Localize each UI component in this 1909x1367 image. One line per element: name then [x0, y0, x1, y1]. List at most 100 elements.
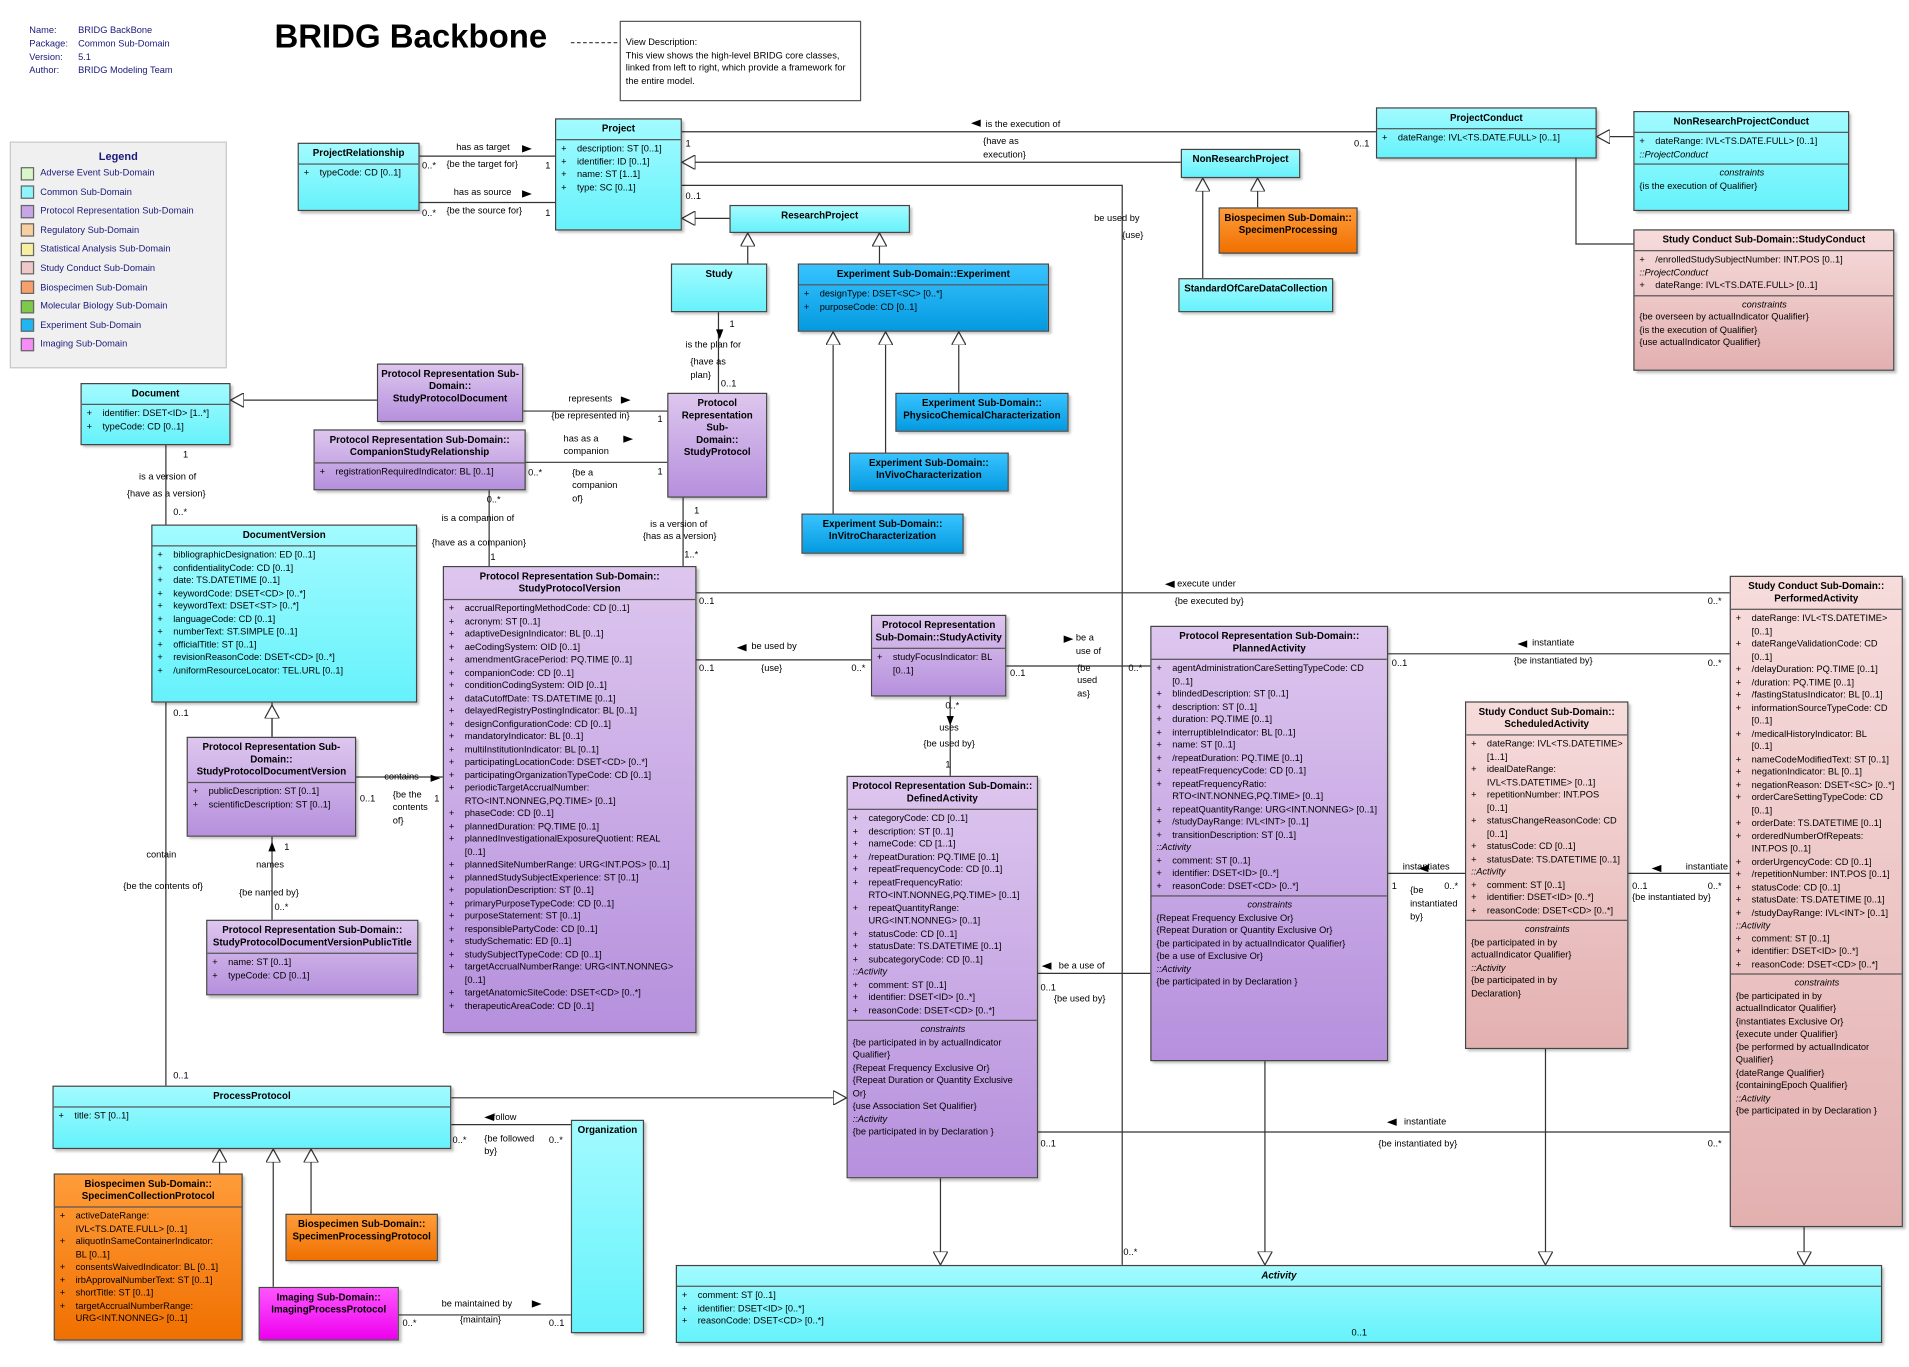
- class-attribute: acronym: ST [0..1]: [449, 615, 692, 628]
- class-activity[interactable]: Activity comment: ST [0..1]identifier: DS…: [675, 1264, 1883, 1343]
- association-label: 0..1: [1351, 1327, 1367, 1339]
- class-attribute: participatingLocationCode: DSET<CD> [0..…: [449, 756, 692, 769]
- association-label: 0..*: [548, 1134, 563, 1146]
- class-name: Biospecimen Sub-Domain:: SpecimenProcess…: [292, 1218, 431, 1242]
- legend-item: Adverse Event Sub-Domain: [11, 166, 226, 185]
- class-study-activity[interactable]: Protocol Representation Sub-Domain::Stud…: [870, 614, 1007, 697]
- class-attribute: reasonCode: DSET<CD> [0..*]: [1736, 958, 1898, 971]
- constraint: {Repeat Frequency Exclusive Or}: [852, 1061, 990, 1073]
- class-study-protocol-document-version[interactable]: Protocol Representation Sub- Domain:: St…: [186, 736, 357, 837]
- class-name: Protocol Representation Sub-Domain:: Com…: [329, 434, 510, 458]
- association-label: 0..*: [402, 1317, 417, 1329]
- class-name: StandardOfCareDataCollection: [1184, 282, 1328, 294]
- class-planned-activity[interactable]: Protocol Representation Sub-Domain:: Pla…: [1150, 625, 1389, 1062]
- association-label: contains: [384, 770, 419, 782]
- class-attribute: /studyDayRange: IVL<INT> [0..1]: [1156, 816, 1383, 829]
- attributes-compartment: designType: DSET<SC> [0..*]purposeCode: …: [798, 284, 1048, 316]
- class-attribute: targetAnatomicSiteCode: DSET<CD> [0..*]: [449, 987, 692, 1000]
- constraints-compartment: constraints{be overseen by actualIndicat…: [1634, 294, 1894, 352]
- class-invivo[interactable]: Experiment Sub-Domain:: InVivoCharacteri…: [848, 452, 1009, 492]
- class-document-version[interactable]: DocumentVersionbibliographicDesignation:…: [151, 524, 418, 703]
- class-defined-activity[interactable]: Protocol Representation Sub-Domain:: Def…: [846, 775, 1039, 1179]
- class-non-research-project-conduct[interactable]: NonResearchProjectConductdateRange: IVL<…: [1633, 111, 1850, 212]
- class-performed-activity[interactable]: Study Conduct Sub-Domain:: PerformedActi…: [1729, 575, 1903, 1228]
- class-attribute: statusDate: TS.DATETIME [0..1]: [1471, 853, 1623, 866]
- association-label: {use}: [761, 662, 783, 674]
- association-label: is a version of: [139, 470, 197, 482]
- association-label: instantiate: [1685, 861, 1728, 873]
- association-label: {be represented in}: [551, 409, 630, 421]
- association-label: 0..*: [1707, 880, 1722, 892]
- association-label: {be instantiated by}: [1632, 891, 1711, 903]
- class-attribute: name: ST [0..1]: [212, 956, 413, 969]
- association-label: 1: [945, 758, 951, 770]
- class-attribute: accrualReportingMethodCode: CD [0..1]: [449, 603, 692, 616]
- class-research-project[interactable]: ResearchProject: [729, 204, 910, 233]
- association-label: 1: [545, 159, 551, 171]
- class-attribute: consentsWaivedIndicator: BL [0..1]: [60, 1261, 238, 1274]
- attributes-compartment: dateRange: IVL<TS.DATE.FULL> [0..1]: [1377, 128, 1596, 147]
- class-standard-of-care[interactable]: StandardOfCareDataCollection: [1178, 278, 1334, 313]
- association-label: 0..*: [173, 506, 188, 518]
- constraint: {be participated in by: [1471, 936, 1558, 948]
- class-attribute: dataCutoffDate: TS.DATETIME [0..1]: [449, 692, 692, 705]
- class-attribute: targetAccrualNumberRange: URG<INT.NONNEG…: [449, 961, 692, 974]
- class-attribute: name: ST [0..1]: [1156, 739, 1383, 752]
- class-physico[interactable]: Experiment Sub-Domain:: PhysicoChemicalC…: [895, 392, 1069, 432]
- class-experiment[interactable]: Experiment Sub-Domain::ExperimentdesignT…: [797, 263, 1050, 332]
- class-attribute: orderDate: TS.DATETIME [0..1]: [1736, 817, 1898, 830]
- association-label: 0..*: [1707, 657, 1722, 669]
- class-public-title[interactable]: Protocol Representation Sub-Domain:: Stu…: [206, 919, 419, 996]
- class-specimen-processing-protocol[interactable]: Biospecimen Sub-Domain:: SpecimenProcess…: [285, 1213, 438, 1262]
- class-attribute: nameCode: CD [1..1]: [853, 838, 1034, 851]
- class-imaging-process-protocol[interactable]: Imaging Sub-Domain:: ImagingProcessProto…: [258, 1286, 399, 1341]
- class-study-conduct[interactable]: Study Conduct Sub-Domain::StudyConduct/e…: [1633, 229, 1895, 371]
- class-biospecimen-specimen-processing[interactable]: Biospecimen Sub-Domain:: SpecimenProcess…: [1218, 207, 1358, 254]
- class-attribute: periodicTargetAccrualNumber:: [449, 782, 692, 795]
- class-organization[interactable]: Organization: [570, 1119, 645, 1334]
- class-companion-study-relationship[interactable]: Protocol Representation Sub-Domain:: Com…: [313, 429, 526, 491]
- class-invitro[interactable]: Experiment Sub-Domain:: InVitroCharacter…: [801, 513, 964, 554]
- legend-item: Common Sub-Domain: [11, 185, 226, 204]
- association-label: {maintain}: [459, 1313, 502, 1325]
- class-study[interactable]: Study: [670, 263, 768, 313]
- class-attribute: scientificDescription: ST [0..1]: [193, 798, 352, 811]
- class-process-protocol[interactable]: ProcessProtocoltitle: ST [0..1]: [52, 1085, 452, 1150]
- class-project-relationship[interactable]: ProjectRelationshiptypeCode: CD [0..1]: [297, 142, 420, 212]
- class-attribute: IVL<TS.DATE.FULL> [0..1]: [75, 1222, 188, 1234]
- class-attribute: /medicalHistoryIndicator: BL: [1736, 728, 1898, 741]
- class-non-research-project[interactable]: NonResearchProject: [1180, 148, 1301, 179]
- class-name: NonResearchProject: [1192, 153, 1289, 165]
- class-project[interactable]: Projectdescription: ST [0..1]identifier:…: [555, 118, 682, 231]
- class-name: Activity: [1261, 1269, 1297, 1281]
- class-attribute: revisionReasonCode: DSET<CD> [0..*]: [157, 651, 412, 664]
- association-label: 0..*: [1444, 880, 1459, 892]
- class-attribute: title: ST [0..1]: [59, 1110, 447, 1123]
- constraint: {use actualIndicator Qualifier}: [1639, 336, 1761, 348]
- class-attribute: comment: ST [0..1]: [1471, 879, 1623, 892]
- class-name: Experiment Sub-Domain:: PhysicoChemicalC…: [903, 397, 1061, 421]
- association-label: names: [256, 858, 284, 870]
- attributes-compartment: name: ST [0..1]typeCode: CD [0..1]: [207, 952, 418, 985]
- attributes-compartment: dateRange: IVL<TS.DATETIME>[0..1]dateRan…: [1730, 608, 1902, 974]
- association-label: used: [1077, 674, 1098, 686]
- attributes-compartment: comment: ST [0..1]identifier: DSET<ID> […: [676, 1285, 1881, 1331]
- view-description-note[interactable]: View Description: This view shows the hi…: [619, 20, 862, 102]
- class-attribute: duration: PQ.TIME [0..1]: [1156, 714, 1383, 727]
- class-document[interactable]: Documentidentifier: DSET<ID> [1..*]typeC…: [80, 383, 231, 446]
- class-study-protocol-document[interactable]: Protocol Representation Sub- Domain:: St…: [376, 363, 524, 423]
- association-label: plan}: [690, 369, 712, 381]
- constraint: {be participated in by actualIndicator Q…: [1156, 937, 1346, 949]
- class-name: Study Conduct Sub-Domain:: PerformedActi…: [1748, 580, 1885, 604]
- association-label: be maintained by: [441, 1297, 513, 1309]
- legend-swatch: [20, 223, 35, 237]
- class-attribute: repeatQuantityRange: URG<INT.NONNEG> [0.…: [1156, 803, 1383, 816]
- class-scheduled-activity[interactable]: Study Conduct Sub-Domain:: ScheduledActi…: [1464, 701, 1629, 1050]
- class-study-protocol-version[interactable]: Protocol Representation Sub-Domain:: Stu…: [442, 565, 697, 1034]
- class-specimen-collection-protocol[interactable]: Biospecimen Sub-Domain:: SpecimenCollect…: [53, 1173, 243, 1341]
- class-project-conduct[interactable]: ProjectConductdateRange: IVL<TS.DATE.FUL…: [1375, 107, 1597, 159]
- class-attribute: purposeCode: CD [0..1]: [804, 301, 1044, 314]
- inherited-from: ::Activity: [1471, 961, 1506, 973]
- class-study-protocol[interactable]: Protocol Representation Sub- Domain:: St…: [667, 392, 768, 498]
- class-attribute: identifier: DSET<ID> [0..*]: [1156, 867, 1383, 880]
